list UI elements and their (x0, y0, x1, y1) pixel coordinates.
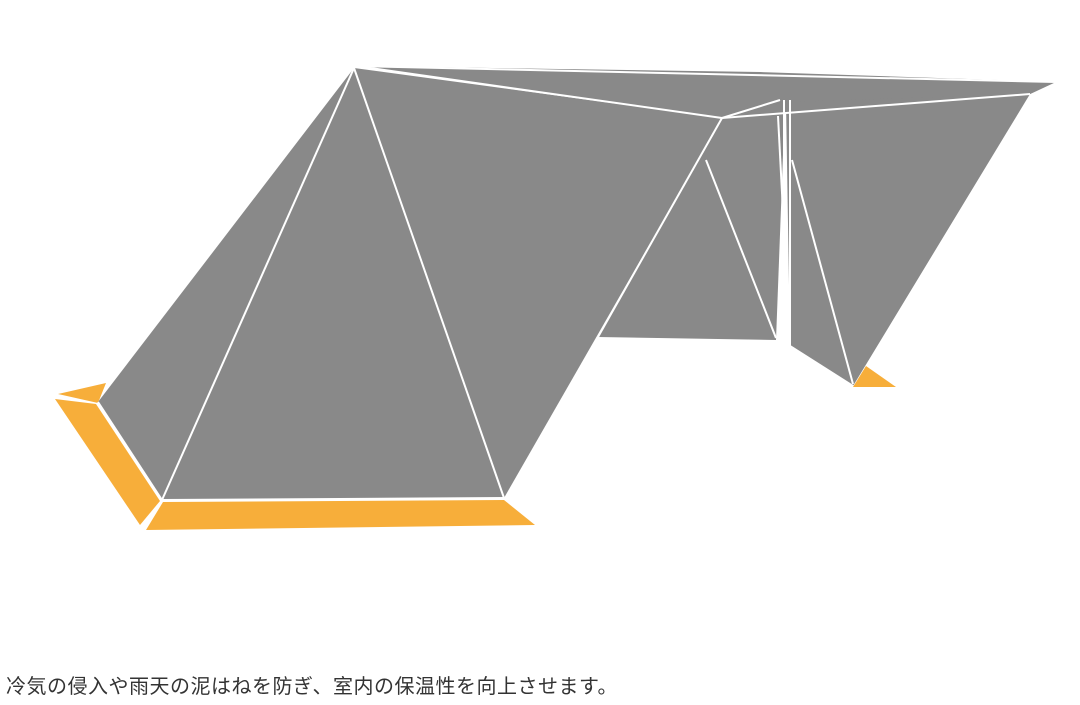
skirt-front (146, 500, 535, 530)
tent-annex-panel (786, 94, 1030, 386)
seam-ridge-left (161, 67, 355, 501)
skirt-left-flap (58, 383, 106, 403)
seam-front-bottom (161, 497, 505, 501)
seam-doorway-left (597, 117, 723, 338)
tent-skirts (55, 366, 896, 530)
tent-front-right-panel (354, 68, 722, 498)
skirt-right-corner (853, 366, 896, 387)
seam-ridge-right (353, 67, 505, 499)
tent-illustration (55, 65, 1057, 530)
skirt-left-side (55, 399, 160, 525)
seam-roof-top (355, 65, 1057, 83)
seam-left-bottom (97, 401, 163, 501)
seam-roof-diagonal (355, 65, 723, 119)
seam-doorway-inner (705, 159, 777, 339)
tent-inner-back-wall (598, 102, 785, 340)
tent-left-side-panel (98, 68, 354, 500)
seam-annex-diagonal (791, 159, 854, 385)
caption-text: 冷気の侵入や雨天の泥はねを防ぎ、室内の保温性を向上させます。 (6, 674, 618, 698)
seam-eave (721, 93, 1031, 119)
tent-body (98, 66, 1056, 500)
seam-annex-bottom (789, 345, 854, 387)
seam-eave-upper (721, 99, 781, 119)
tent-front-panel (162, 68, 504, 500)
tent-seams (97, 65, 1057, 501)
